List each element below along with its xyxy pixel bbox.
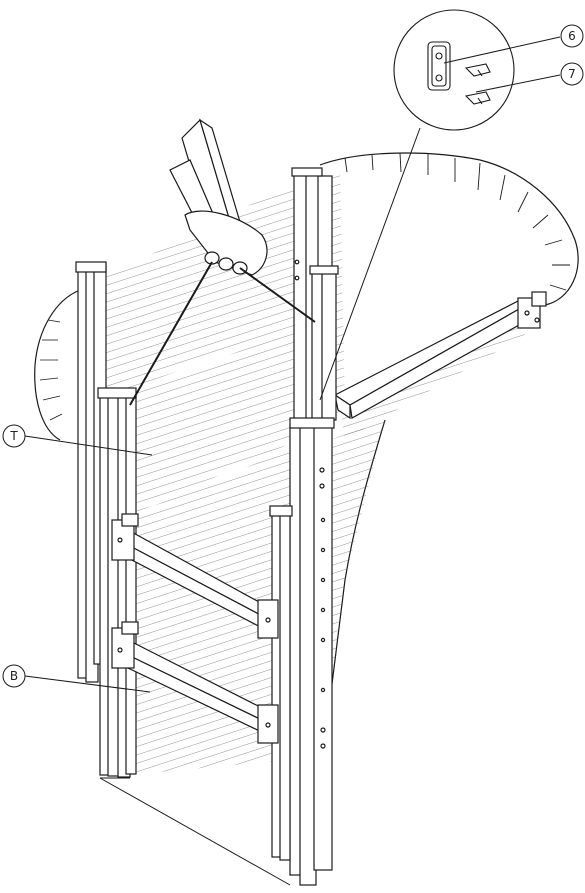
magnifier-leader (319, 127, 421, 401)
callout-t-label: T (9, 429, 18, 443)
lower-cross-brace (111, 621, 279, 744)
sling-cables (129, 261, 316, 406)
mid-post (309, 265, 339, 421)
back-panel-hatching (310, 170, 525, 830)
callout-7: 7 (475, 62, 584, 93)
callout-b: B (2, 664, 151, 693)
left-inner-post (97, 387, 137, 778)
wall-cutaway-left (34, 289, 81, 441)
callout-7-label: 7 (568, 67, 576, 81)
callout-b-label: B (10, 669, 18, 683)
left-outer-post (75, 261, 121, 777)
front-right-post (289, 417, 335, 886)
lifting-hoist (169, 118, 268, 276)
door-leaf-edge-post (269, 505, 293, 861)
main-door-panel (90, 175, 320, 775)
upper-cross-brace (111, 513, 279, 639)
bottom-outline (99, 777, 291, 886)
callout-6-label: 6 (568, 29, 576, 43)
top-crossbeam (333, 291, 547, 420)
detail-magnifier (393, 9, 515, 131)
callout-6: 6 (443, 24, 584, 64)
callout-t: T (2, 424, 153, 456)
